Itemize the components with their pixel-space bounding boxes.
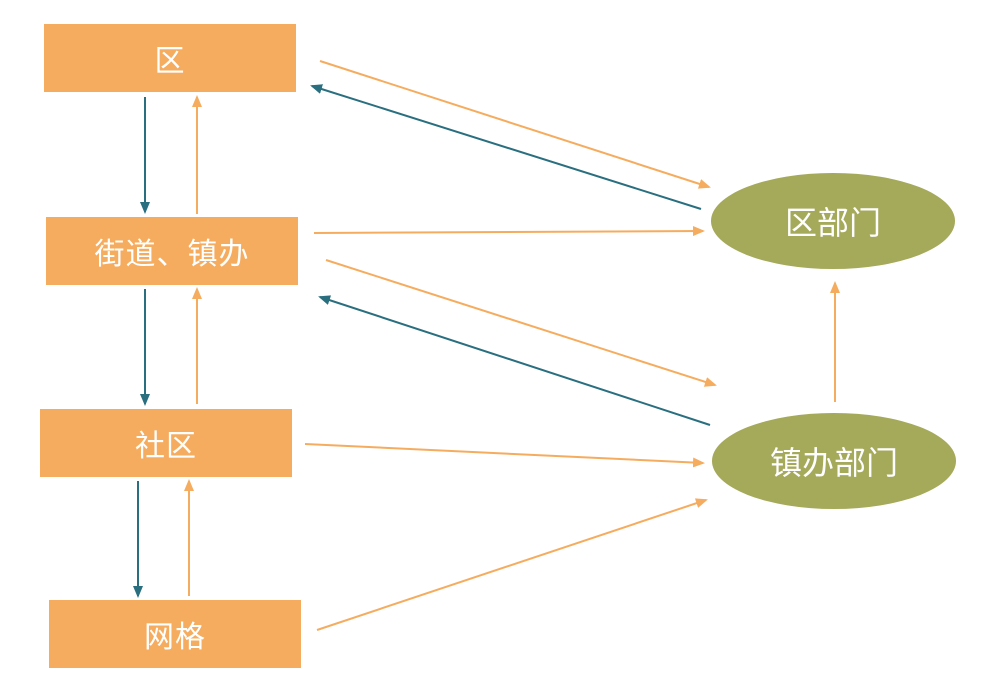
node-grid-label: 网格	[144, 620, 206, 655]
node-district-departments-label: 区部门	[784, 204, 881, 242]
node-street-town-office: 街道、镇办	[46, 217, 298, 285]
arrow-district-to-district-dept	[319, 60, 711, 189]
arrow-community-to-town-dept	[304, 443, 705, 468]
node-town-office-departments-label: 镇办部门	[769, 444, 898, 482]
node-district-departments: 区部门	[711, 173, 955, 269]
arrow-grid-to-town-dept	[316, 498, 708, 631]
node-community: 社区	[40, 409, 292, 477]
node-community-label: 社区	[135, 429, 197, 464]
node-street-town-office-label: 街道、镇办	[94, 237, 250, 272]
arrow-town-dept-to-street	[318, 295, 711, 426]
arrow-street-to-district-dept	[313, 226, 705, 237]
node-town-office-departments: 镇办部门	[712, 413, 956, 509]
node-district: 区	[44, 24, 296, 92]
node-district-label: 区	[154, 44, 186, 79]
arrow-street-to-town-dept	[325, 259, 717, 387]
arrow-district-dept-to-district	[310, 84, 702, 210]
node-grid: 网格	[49, 600, 301, 668]
